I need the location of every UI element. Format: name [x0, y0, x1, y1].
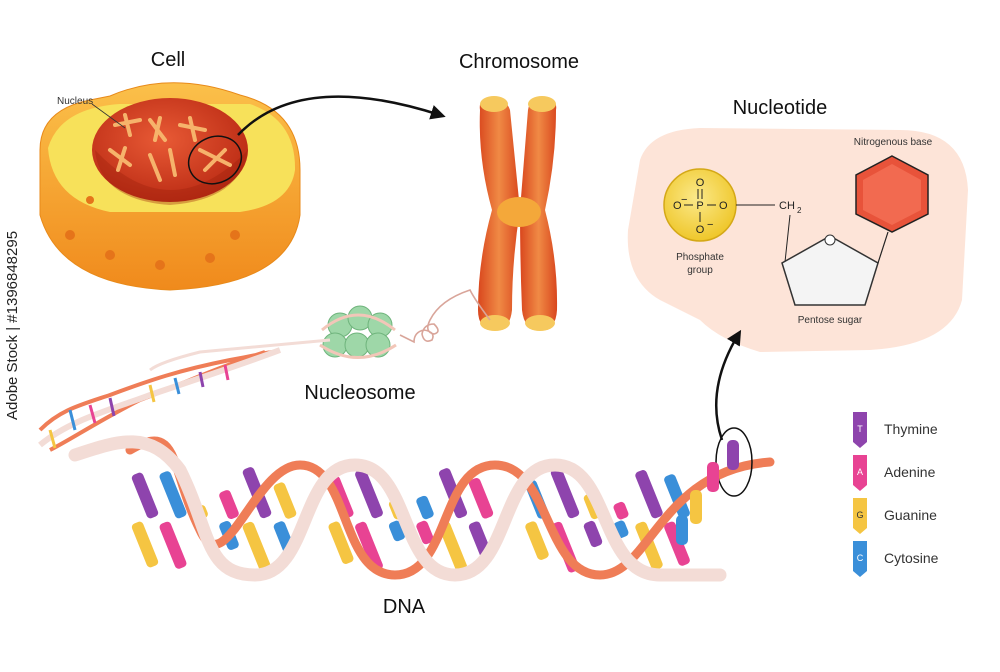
base-pair-half — [131, 472, 159, 519]
chromosome-label: Chromosome — [459, 51, 579, 73]
cell-label: Cell — [151, 49, 185, 71]
base-pair-half — [273, 482, 297, 519]
base-pair-half — [468, 478, 494, 519]
centromere — [497, 197, 541, 227]
cell-to-chromosome-arrow — [237, 95, 446, 136]
phosphate-o-bottom: O — [696, 224, 705, 236]
dna-label: DNA — [383, 596, 426, 618]
legend-label-guanine: Guanine — [884, 507, 937, 523]
nucleotide-panel: O O − P O O − CH 2 — [627, 128, 968, 352]
cell-surface-dots — [65, 196, 240, 270]
legend-item-adenine: A Adenine — [853, 455, 936, 491]
nucleosome-illustration — [149, 305, 397, 372]
chromosome-illustration — [478, 96, 558, 331]
pentose-sugar — [781, 235, 879, 306]
legend-swatch-adenine — [853, 455, 867, 491]
dna-thin-rungs — [48, 364, 230, 449]
dna-helix — [38, 347, 775, 582]
legend-item-cytosine: C Cytosine — [853, 541, 939, 577]
legend-letter-adenine: A — [857, 467, 863, 477]
base-pair-half — [438, 521, 468, 572]
base-pair-half — [664, 474, 690, 519]
legend-letter-guanine: G — [856, 510, 863, 520]
base-pair-half — [159, 471, 187, 519]
phosphate-p: P — [696, 200, 703, 212]
phosphate-o-left: O — [673, 200, 682, 212]
base-pair-half — [416, 520, 434, 545]
phosphate-o-right: O — [719, 200, 728, 212]
watermark-text: Adobe Stock | #1396848295 — [4, 230, 21, 420]
ch2-label: CH — [779, 200, 795, 212]
base-pair-half — [664, 521, 690, 566]
base-pair-half — [635, 521, 663, 570]
base-pair-half — [355, 521, 383, 572]
nitrogenous-base-label: Nitrogenous base — [854, 137, 933, 148]
phosphate-o-top: O — [696, 177, 705, 189]
dna-end-bases — [676, 440, 739, 545]
cell-chromatin — [108, 113, 232, 182]
cell-illustration — [39, 82, 301, 291]
legend-item-thymine: T Thymine — [853, 412, 938, 448]
base-pair-half — [159, 521, 187, 569]
nucleus-pointer-line — [91, 103, 126, 129]
legend-letter-cytosine: C — [857, 553, 864, 563]
dna-thin-helix-ribbon — [38, 347, 282, 448]
phosphate-formula: O O − P O O − — [673, 177, 728, 236]
base-pair-half — [550, 467, 580, 519]
base-pair-half — [525, 521, 549, 560]
base-pair-half — [635, 470, 663, 519]
ch2-subscript: 2 — [797, 206, 802, 215]
dna-to-nucleotide-arrow — [714, 329, 742, 441]
telomeres — [480, 96, 556, 331]
base-pair-half — [219, 490, 239, 519]
legend-swatch-guanine — [853, 498, 867, 534]
nucleus-label: Nucleus — [57, 96, 93, 107]
legend-label-cytosine: Cytosine — [884, 550, 939, 566]
phosphate-group-label-line1: Phosphate — [676, 252, 724, 263]
legend-swatch-cytosine — [853, 541, 867, 577]
base-pair-half — [355, 468, 383, 519]
legend-swatch-thymine — [853, 412, 867, 448]
phosphate-minus-left: − — [681, 194, 687, 206]
base-pair-half — [613, 501, 629, 520]
base-pair-half — [242, 521, 272, 573]
nucleotide-label: Nucleotide — [733, 97, 828, 119]
phosphate-group-label-line2: group — [687, 265, 713, 276]
legend-item-guanine: G Guanine — [853, 498, 937, 534]
legend-label-adenine: Adenine — [884, 464, 936, 480]
base-pair-half — [131, 521, 159, 568]
nucleotide-highlight-circle — [715, 427, 753, 497]
phosphate-minus-bottom: − — [707, 219, 713, 231]
base-pair-half — [416, 495, 434, 520]
pentose-sugar-label: Pentose sugar — [798, 315, 863, 326]
legend-letter-thymine: T — [857, 424, 863, 434]
nucleus-highlight-circle — [187, 135, 243, 185]
dna-backbone-ribbon — [68, 435, 727, 582]
chromatin-fiber — [399, 289, 491, 344]
base-pair-half — [583, 520, 603, 548]
legend-label-thymine: Thymine — [884, 421, 938, 437]
nucleosome-label: Nucleosome — [304, 382, 415, 404]
base-pair-half — [328, 521, 354, 564]
